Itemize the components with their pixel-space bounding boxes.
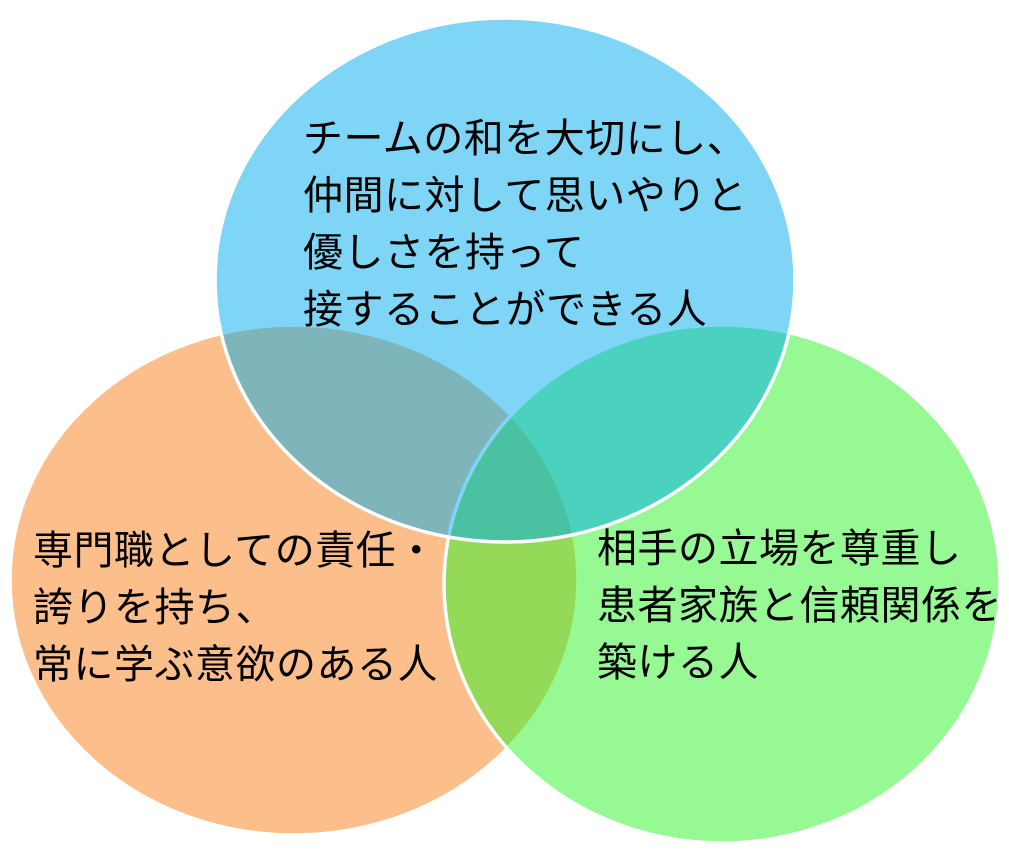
label-trust-relationship-line: 築ける人 — [597, 641, 759, 685]
label-professionalism: 専門職としての責任・ 誇りを持ち、 常に学ぶ意欲のある人 — [33, 523, 438, 694]
label-teamwork-line: 優しさを持って — [303, 231, 585, 275]
label-teamwork-line: チームの和を大切にし、 — [303, 117, 748, 161]
label-teamwork: チームの和を大切にし、 仲間に対して思いやりと 優しさを持って 接することができ… — [303, 111, 747, 339]
label-trust-relationship: 相手の立場を尊重し 患者家族と信頼関係を 築ける人 — [597, 521, 1002, 692]
label-trust-relationship-line: 患者家族と信頼関係を — [597, 584, 1002, 628]
label-professionalism-line: 専門職としての責任・ — [33, 529, 437, 573]
circle-teamwork — [213, 16, 797, 544]
label-professionalism-line: 誇りを持ち、 — [33, 586, 276, 630]
label-professionalism-line: 常に学ぶ意欲のある人 — [33, 643, 438, 687]
label-teamwork-line: 接することができる人 — [303, 288, 708, 332]
label-teamwork-line: 仲間に対して思いやりと — [303, 174, 748, 218]
label-trust-relationship-line: 相手の立場を尊重し — [597, 527, 962, 571]
